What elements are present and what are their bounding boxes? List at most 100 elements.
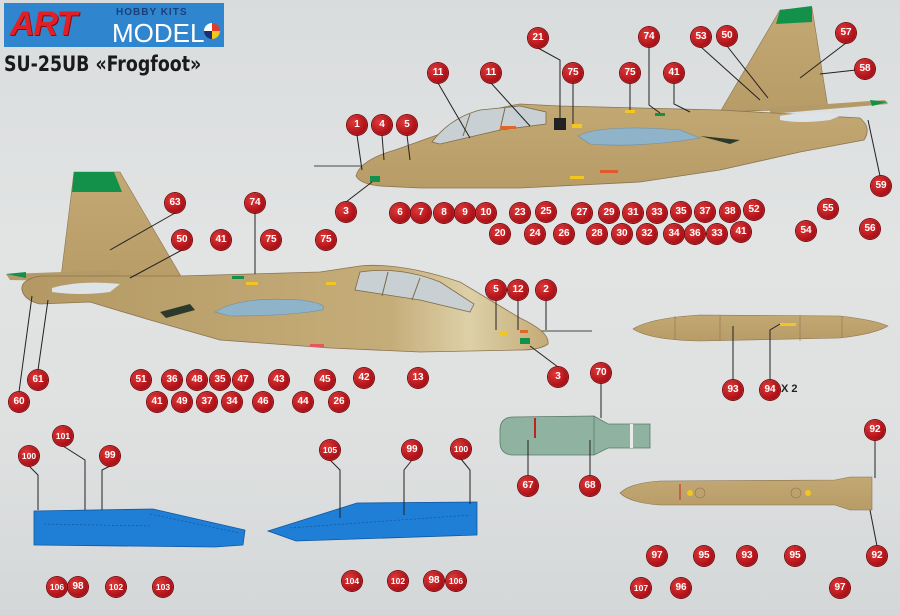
- callout-marker: 75: [563, 63, 583, 83]
- callout-marker: 13: [408, 368, 428, 388]
- callout-marker: 61: [28, 370, 48, 390]
- callout-marker: 33: [707, 224, 727, 244]
- callout-marker: 45: [315, 370, 335, 390]
- callout-marker: 55: [818, 199, 838, 219]
- callout-marker: 24: [525, 224, 545, 244]
- callout-marker: 41: [211, 230, 231, 250]
- callout-marker: 35: [671, 202, 691, 222]
- callout-marker: 44: [293, 392, 313, 412]
- callout-marker: 75: [261, 230, 281, 250]
- callout-marker: 6: [390, 203, 410, 223]
- callout-marker: 54: [796, 221, 816, 241]
- callout-marker: 9: [455, 203, 475, 223]
- callout-marker: 23: [510, 203, 530, 223]
- callout-marker: 94: [760, 380, 780, 400]
- callout-marker: 48: [187, 370, 207, 390]
- callout-marker: 96: [671, 578, 691, 598]
- callout-marker: 98: [68, 577, 88, 597]
- callout-marker: 8: [434, 203, 454, 223]
- callout-marker: 99: [100, 446, 120, 466]
- callout-marker: 42: [354, 368, 374, 388]
- callout-marker: 21: [528, 28, 548, 48]
- callout-marker: 1: [347, 115, 367, 135]
- aircraft-starboard-view: [314, 6, 888, 189]
- callout-marker: 51: [131, 370, 151, 390]
- pylon-left: [33, 508, 246, 548]
- callout-marker: 104: [342, 571, 362, 591]
- callout-marker: 29: [599, 203, 619, 223]
- callout-marker: 3: [548, 367, 568, 387]
- callout-marker: 10: [476, 203, 496, 223]
- callout-marker: 92: [867, 546, 887, 566]
- callout-marker: 106: [47, 577, 67, 597]
- callout-marker: 41: [147, 392, 167, 412]
- callout-marker: 32: [637, 224, 657, 244]
- callout-marker: 43: [269, 370, 289, 390]
- callout-marker: 106: [446, 571, 466, 591]
- callout-marker: 53: [691, 27, 711, 47]
- callout-marker: 26: [329, 392, 349, 412]
- callout-marker: 12: [508, 280, 528, 300]
- callout-marker: 101: [53, 426, 73, 446]
- callout-marker: 97: [830, 578, 850, 598]
- callout-marker: 33: [647, 203, 667, 223]
- callout-marker: 5: [397, 115, 417, 135]
- brand-hobby-text: HOBBY KITS: [116, 7, 188, 18]
- brand-logo: ART HOBBY KITS MODEL: [4, 3, 224, 48]
- callout-marker: 4: [372, 115, 392, 135]
- callout-marker: 75: [316, 230, 336, 250]
- fuel-tank: [632, 314, 889, 342]
- callout-marker: 50: [172, 230, 192, 250]
- callout-marker: 59: [871, 176, 891, 196]
- callout-marker: 5: [486, 280, 506, 300]
- callout-marker: 95: [694, 546, 714, 566]
- callout-marker: 52: [744, 200, 764, 220]
- callout-marker: 74: [639, 27, 659, 47]
- callout-marker: 67: [518, 476, 538, 496]
- callout-marker: 30: [612, 224, 632, 244]
- leader-lines: [18, 42, 881, 547]
- callout-marker: 37: [695, 202, 715, 222]
- brand-model-text: MODEL: [112, 18, 205, 48]
- brand-art-text: ART: [10, 5, 77, 43]
- quantity-note: X 2: [781, 383, 798, 395]
- callout-marker: 47: [233, 370, 253, 390]
- callout-marker: 105: [320, 440, 340, 460]
- callout-marker: 34: [664, 224, 684, 244]
- callout-marker: 2: [536, 280, 556, 300]
- callout-marker: 31: [623, 203, 643, 223]
- callout-marker: 58: [855, 59, 875, 79]
- callout-marker: 27: [572, 203, 592, 223]
- callout-marker: 98: [424, 571, 444, 591]
- callout-marker: 100: [451, 439, 471, 459]
- roundel-icon: [204, 23, 220, 39]
- callout-marker: 60: [9, 392, 29, 412]
- callout-marker: 41: [664, 63, 684, 83]
- callout-marker: 97: [647, 546, 667, 566]
- callout-marker: 3: [336, 202, 356, 222]
- callout-marker: 57: [836, 23, 856, 43]
- callout-marker: 41: [731, 222, 751, 242]
- callout-marker: 7: [411, 203, 431, 223]
- aircraft-port-view: [6, 171, 592, 353]
- callout-marker: 92: [865, 420, 885, 440]
- callout-marker: 102: [106, 577, 126, 597]
- callout-marker: 36: [685, 224, 705, 244]
- callout-marker: 20: [490, 224, 510, 244]
- callout-marker: 68: [580, 476, 600, 496]
- callout-marker: 70: [591, 363, 611, 383]
- callout-marker: 107: [631, 578, 651, 598]
- callout-marker: 11: [481, 63, 501, 83]
- callout-marker: 35: [210, 370, 230, 390]
- callout-marker: 103: [153, 577, 173, 597]
- callout-marker: 37: [197, 392, 217, 412]
- callout-marker: 25: [536, 202, 556, 222]
- bomb: [499, 415, 651, 456]
- callout-marker: 34: [222, 392, 242, 412]
- missile: [619, 476, 873, 511]
- callout-marker: 100: [19, 446, 39, 466]
- callout-marker: 49: [172, 392, 192, 412]
- callout-marker: 99: [402, 440, 422, 460]
- page-title: SU-25UB «Frogfoot»: [4, 52, 202, 76]
